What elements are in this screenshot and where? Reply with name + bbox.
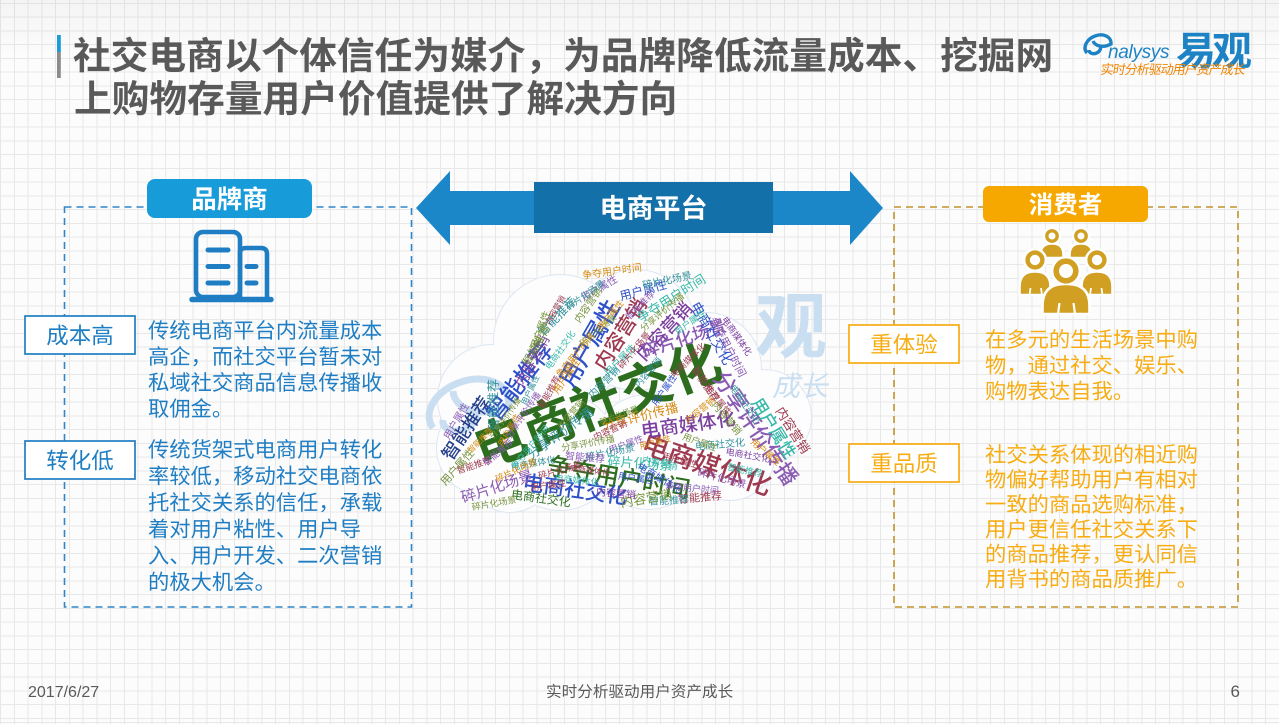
svg-text:nalysys: nalysys: [1108, 42, 1170, 63]
svg-text:6: 6: [1231, 682, 1240, 701]
svg-text:2017/6/27: 2017/6/27: [28, 684, 99, 701]
